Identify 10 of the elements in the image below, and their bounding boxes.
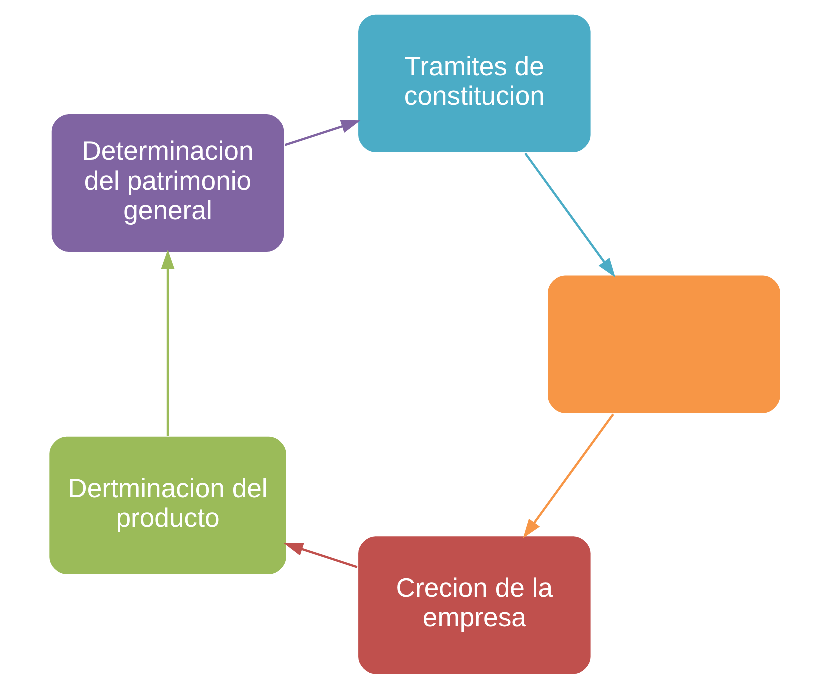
arrow [160, 250, 174, 436]
arrow [524, 152, 616, 278]
node-box: Determinacion del patrimonio general [50, 113, 286, 254]
arrow [284, 542, 358, 568]
node-box [546, 274, 782, 415]
node-box: Crecion de la empresa [356, 535, 592, 676]
arrow [284, 120, 360, 146]
node-box: Dertminacion del producto [48, 435, 288, 576]
node-box: Tramites de constitucion [356, 13, 592, 154]
arrow [522, 414, 614, 538]
